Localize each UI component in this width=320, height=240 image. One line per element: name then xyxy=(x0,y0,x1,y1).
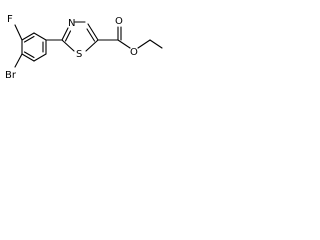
bond-c5-c6 xyxy=(33,53,47,62)
structure-svg: F Br N S O O xyxy=(5,14,163,81)
bond-c1-c2 xyxy=(33,32,47,41)
bond-s1-c2t xyxy=(61,39,75,52)
bond-c2t-n3 xyxy=(61,27,69,41)
bond-ester-o-ch2 xyxy=(137,39,151,49)
carbonyl-oxygen-label: O xyxy=(115,16,123,27)
sulfur-label: S xyxy=(76,49,82,60)
bond-c4t-c5t xyxy=(87,23,99,41)
fluorine-label: F xyxy=(7,14,13,25)
bromine-label: Br xyxy=(5,70,17,81)
bond-c2-c3 xyxy=(21,32,35,41)
nitrogen-label: N xyxy=(68,18,75,29)
thiazole-ring xyxy=(61,21,99,52)
bond-ch2-ch3 xyxy=(149,39,163,49)
bond-c5t-s1 xyxy=(85,39,99,52)
double-bond-c2t-n3 xyxy=(64,30,72,42)
ester-oxygen-label: O xyxy=(130,47,138,58)
bond-c4-c5 xyxy=(21,53,35,62)
bond-carbonyl-ester-o xyxy=(117,39,131,49)
molecule-diagram: F Br N S O O xyxy=(0,0,170,90)
benzene-ring xyxy=(21,32,47,62)
bond-c4-bromine xyxy=(14,53,23,68)
double-bond-c4t-c5t xyxy=(86,28,96,42)
bond-c3-fluorine xyxy=(14,24,23,41)
double-bond-inner-2 xyxy=(23,51,35,59)
double-bond-inner-1 xyxy=(23,35,35,43)
ester-group xyxy=(97,26,163,49)
